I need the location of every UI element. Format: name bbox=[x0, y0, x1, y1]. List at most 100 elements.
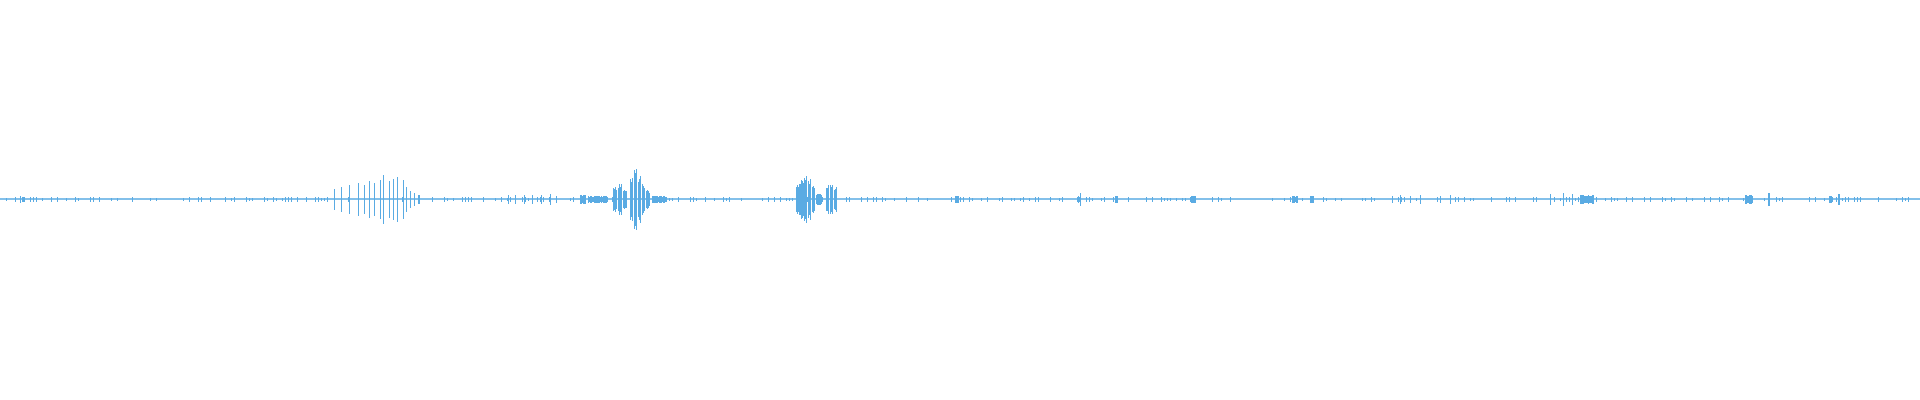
waveform-noise-sample bbox=[75, 197, 76, 202]
waveform-noise-sample bbox=[1059, 198, 1060, 201]
waveform-sample bbox=[1078, 196, 1079, 203]
waveform-sample bbox=[1563, 193, 1564, 206]
waveform-noise-sample bbox=[690, 197, 691, 202]
waveform-noise-sample bbox=[537, 197, 538, 202]
waveform-noise-sample bbox=[1674, 198, 1675, 201]
waveform-sample bbox=[1310, 196, 1311, 203]
waveform-noise-sample bbox=[1152, 197, 1153, 202]
waveform-noise-sample bbox=[774, 197, 775, 202]
waveform-noise-sample bbox=[1491, 197, 1492, 202]
waveform-sample bbox=[625, 191, 626, 208]
waveform-noise-sample bbox=[1089, 197, 1090, 202]
waveform-noise-sample bbox=[1878, 197, 1879, 202]
waveform-sample bbox=[605, 196, 606, 203]
waveform-noise-sample bbox=[246, 197, 247, 202]
waveform-noise-sample bbox=[1536, 197, 1537, 202]
waveform-noise-sample bbox=[525, 197, 526, 202]
waveform-sample bbox=[594, 196, 595, 203]
waveform-noise-sample bbox=[252, 198, 253, 201]
waveform-noise-sample bbox=[93, 197, 94, 202]
waveform-noise-sample bbox=[1437, 197, 1438, 202]
waveform-noise-sample bbox=[1221, 198, 1222, 201]
waveform-sample bbox=[589, 197, 590, 202]
waveform-sample bbox=[801, 180, 802, 219]
waveform-sample bbox=[389, 181, 390, 218]
waveform-noise-sample bbox=[132, 197, 133, 202]
waveform-noise-sample bbox=[1176, 198, 1177, 201]
waveform-noise-sample bbox=[1164, 198, 1165, 201]
waveform-sample bbox=[1550, 194, 1551, 205]
waveform-sample bbox=[661, 196, 662, 203]
waveform-noise-sample bbox=[1575, 198, 1576, 201]
waveform-sample bbox=[623, 191, 624, 208]
waveform-noise-sample bbox=[729, 197, 730, 202]
waveform-noise-sample bbox=[612, 197, 613, 202]
waveform-sample bbox=[614, 189, 615, 210]
waveform-sample bbox=[1572, 194, 1573, 205]
waveform-noise-sample bbox=[111, 198, 112, 201]
waveform-noise-sample bbox=[1842, 198, 1843, 201]
waveform-sample bbox=[956, 196, 957, 203]
waveform-noise-sample bbox=[306, 197, 307, 202]
waveform-sample bbox=[636, 169, 637, 230]
waveform-noise-sample bbox=[570, 198, 571, 201]
waveform-sample bbox=[1747, 196, 1748, 203]
waveform-sample bbox=[607, 197, 608, 202]
waveform-noise-sample bbox=[210, 197, 211, 202]
waveform-sample bbox=[643, 186, 644, 213]
waveform-noise-sample bbox=[951, 197, 952, 202]
waveform-noise-sample bbox=[462, 197, 463, 202]
waveform-sample bbox=[1838, 194, 1839, 205]
waveform-noise-sample bbox=[1185, 198, 1186, 201]
waveform-sample bbox=[1392, 196, 1393, 203]
waveform-noise-sample bbox=[57, 197, 58, 202]
waveform-sample bbox=[1190, 197, 1191, 202]
waveform-sample bbox=[596, 196, 597, 203]
waveform-sample bbox=[22, 197, 23, 202]
waveform-sample bbox=[618, 188, 619, 211]
waveform-noise-sample bbox=[66, 198, 67, 201]
waveform-sample bbox=[1294, 196, 1295, 203]
waveform-sample bbox=[1591, 196, 1592, 203]
waveform-samples bbox=[6, 169, 1909, 230]
waveform-noise-sample bbox=[183, 198, 184, 201]
waveform-sample bbox=[1831, 196, 1832, 203]
waveform-noise-sample bbox=[1596, 197, 1597, 202]
waveform-noise-sample bbox=[999, 198, 1000, 201]
waveform-noise-sample bbox=[402, 197, 403, 202]
waveform-noise-sample bbox=[1848, 197, 1849, 202]
waveform-sample bbox=[369, 181, 370, 218]
waveform-noise-sample bbox=[1704, 197, 1705, 202]
waveform-sample bbox=[598, 196, 599, 203]
waveform-sample bbox=[655, 196, 656, 203]
waveform-noise-sample bbox=[762, 198, 763, 201]
waveform-sample bbox=[1832, 197, 1833, 202]
waveform-noise-sample bbox=[1062, 197, 1063, 202]
waveform-noise-sample bbox=[1632, 197, 1633, 202]
waveform-sample bbox=[1079, 197, 1080, 202]
waveform-sample bbox=[380, 180, 381, 219]
waveform-noise-sample bbox=[1509, 197, 1510, 202]
waveform-noise-sample bbox=[1092, 198, 1093, 201]
waveform-noise-sample bbox=[1416, 198, 1417, 201]
waveform-sample bbox=[600, 197, 601, 202]
waveform-sample bbox=[797, 185, 798, 214]
waveform-noise-sample bbox=[1182, 198, 1183, 201]
waveform-noise-sample bbox=[291, 197, 292, 202]
waveform-noise-sample bbox=[867, 197, 868, 202]
waveform-sample bbox=[1400, 195, 1401, 204]
waveform-sample bbox=[397, 177, 398, 222]
waveform-noise-sample bbox=[573, 197, 574, 202]
waveform-sample bbox=[613, 188, 614, 211]
waveform-noise-sample bbox=[1212, 197, 1213, 202]
waveform-sample bbox=[1313, 196, 1314, 203]
waveform-noise-sample bbox=[726, 198, 727, 201]
waveform-sample bbox=[410, 191, 411, 208]
waveform-sample bbox=[1751, 195, 1752, 204]
waveform-sample bbox=[20, 196, 21, 203]
waveform-noise-sample bbox=[1371, 197, 1372, 202]
waveform-sample bbox=[1292, 196, 1293, 203]
waveform-noise-sample bbox=[1665, 198, 1666, 201]
